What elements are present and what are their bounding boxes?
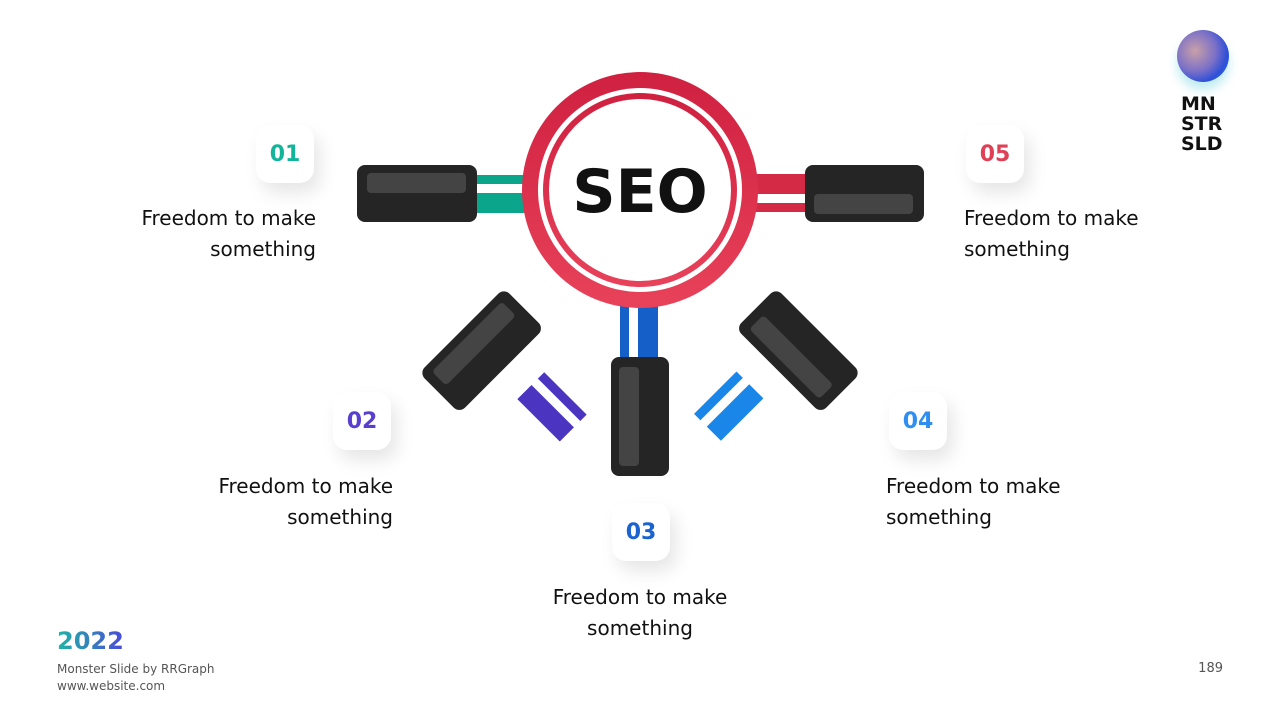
footer-website: www.website.com	[57, 679, 166, 693]
logo-orb-icon	[1177, 30, 1229, 82]
logo-text: MN STR SLD	[1181, 94, 1223, 154]
item-04-line2: something	[886, 505, 992, 529]
cable-02	[517, 372, 587, 442]
page-number: 189	[1198, 661, 1223, 676]
cable-03	[620, 295, 658, 361]
item-05-line2: something	[964, 237, 1070, 261]
item-05-text: Freedom to make something	[964, 203, 1224, 265]
logo-line2: STR	[1181, 113, 1223, 135]
plug-01	[357, 165, 477, 222]
footer-year: 2022	[57, 627, 124, 655]
item-02-text: Freedom to make something	[133, 471, 393, 533]
plug-05	[805, 165, 924, 222]
logo-line1: MN	[1181, 93, 1216, 115]
footer-credit: Monster Slide by RRGraph	[57, 662, 215, 676]
item-01-text: Freedom to make something	[56, 203, 316, 265]
item-03-text: Freedom to make something	[510, 582, 770, 644]
item-02-line1: Freedom to make	[218, 474, 393, 498]
plug-04	[739, 291, 858, 410]
item-03-line2: something	[587, 616, 693, 640]
item-02-line2: something	[287, 505, 393, 529]
badge-05: 05	[966, 125, 1024, 183]
badge-01: 01	[256, 125, 314, 183]
seo-ring	[522, 72, 758, 308]
badge-02: 02	[333, 392, 391, 450]
plug-02	[422, 291, 541, 410]
cable-05	[750, 174, 810, 212]
item-03-line1: Freedom to make	[552, 585, 728, 609]
plug-03	[611, 357, 669, 476]
item-01-line1: Freedom to make	[141, 206, 316, 230]
center-label: SEO	[572, 157, 707, 227]
item-04-text: Freedom to make something	[886, 471, 1146, 533]
badge-03: 03	[612, 503, 670, 561]
cable-04	[694, 371, 764, 441]
item-05-line1: Freedom to make	[964, 206, 1139, 230]
cable-01	[470, 175, 530, 213]
item-01-line2: something	[210, 237, 316, 261]
badge-04: 04	[889, 392, 947, 450]
item-04-line1: Freedom to make	[886, 474, 1061, 498]
logo-line3: SLD	[1181, 133, 1223, 155]
